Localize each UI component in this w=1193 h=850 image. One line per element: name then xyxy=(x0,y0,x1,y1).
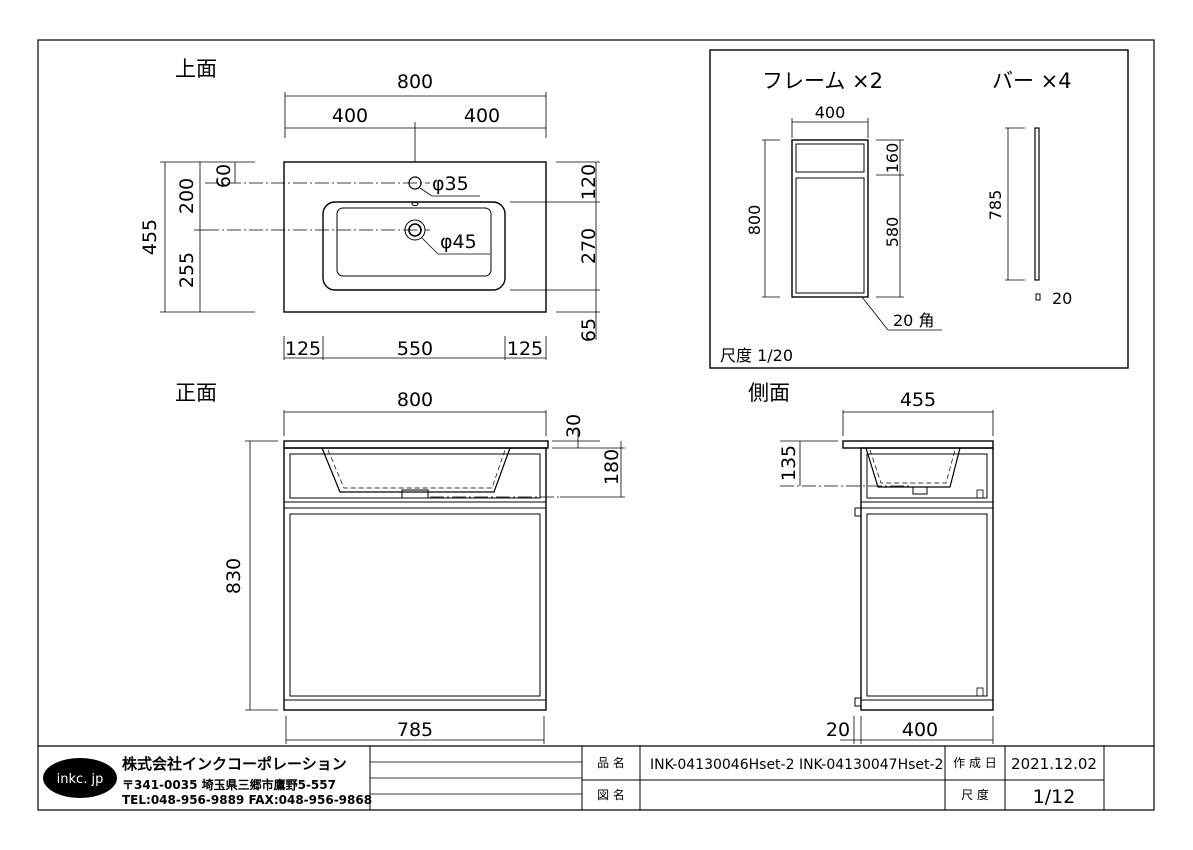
dim-top-455: 455 xyxy=(139,219,161,255)
frame-width: 400 xyxy=(815,103,846,122)
date-value: 2021.12.02 xyxy=(1011,755,1097,773)
bar-length: 785 xyxy=(986,190,1005,221)
side-view-title: 側面 xyxy=(748,381,790,405)
frame-title: フレーム ×2 xyxy=(762,69,883,93)
countertop-outline xyxy=(283,161,547,313)
dim-side-20: 20 xyxy=(826,719,850,741)
dim-top-400-right: 400 xyxy=(464,105,500,127)
parts-scale: 尺度 1/20 xyxy=(720,346,793,365)
company-address: 〒341-0035 埼玉県三郷市鷹野5-557 xyxy=(122,777,336,792)
dim-top-65: 65 xyxy=(578,318,600,342)
dim-front-785: 785 xyxy=(397,719,433,741)
dim-top-550: 550 xyxy=(397,338,433,360)
frame-section: 20 角 xyxy=(893,311,934,330)
side-view: 側面 455 135 20 400 xyxy=(748,381,994,744)
dim-side-400: 400 xyxy=(902,719,938,741)
title-block: inkc. jp 株式会社インクコーポレーション 〒341-0035 埼玉県三郷… xyxy=(38,745,1154,810)
sheet-border xyxy=(37,39,1155,811)
dim-top-60: 60 xyxy=(213,164,235,188)
dim-top-800: 800 xyxy=(397,71,433,93)
drawing-label: 図 名 xyxy=(597,787,625,802)
parts-box: フレーム ×2 バー ×4 400 800 160 580 20 角 785 2… xyxy=(709,49,1129,369)
dim-top-270: 270 xyxy=(578,228,600,264)
dim-top-125-right: 125 xyxy=(507,338,543,360)
frame-height: 800 xyxy=(745,205,764,236)
dim-front-180: 180 xyxy=(601,449,623,485)
product-value: INK-04130046Hset-2 INK-04130047Hset-2 xyxy=(650,757,943,773)
company-name: 株式会社インクコーポレーション xyxy=(122,755,347,773)
dim-front-830: 830 xyxy=(223,558,245,594)
basin-outer xyxy=(322,201,506,291)
dim-top-400-left: 400 xyxy=(332,105,368,127)
date-label: 作 成 日 xyxy=(953,756,997,770)
front-countertop xyxy=(283,440,549,449)
top-view: 上面 800 400 400 φ35 φ45 455 xyxy=(139,57,600,360)
side-frame xyxy=(860,447,994,711)
basin-inner xyxy=(336,207,492,277)
bar-section: 20 xyxy=(1052,289,1072,308)
dim-top-120: 120 xyxy=(578,164,600,200)
scale-value: 1/12 xyxy=(1033,786,1076,808)
bar-title: バー ×4 xyxy=(992,69,1072,93)
company-logo xyxy=(43,758,117,798)
product-label: 品 名 xyxy=(597,755,625,770)
frame-outline xyxy=(791,139,869,298)
dim-hole-45: φ45 xyxy=(440,231,477,253)
dim-side-455: 455 xyxy=(900,389,936,411)
dim-top-125-left: 125 xyxy=(285,338,321,360)
dim-hole-35: φ35 xyxy=(432,173,469,195)
top-view-title: 上面 xyxy=(175,57,217,81)
bar-outline xyxy=(1034,127,1040,281)
dim-front-30: 30 xyxy=(563,414,585,438)
parts-box-border xyxy=(709,49,1129,369)
frame-top: 160 xyxy=(883,143,902,174)
dim-top-200: 200 xyxy=(176,178,198,214)
dim-front-800: 800 xyxy=(397,389,433,411)
front-view-title: 正面 xyxy=(175,381,217,405)
logo-text: inkc. jp xyxy=(57,772,104,787)
dim-top-255: 255 xyxy=(176,252,198,288)
company-contact: TEL:048-956-9889 FAX:048-956-9868 xyxy=(122,793,372,807)
dim-side-135: 135 xyxy=(778,445,800,481)
side-countertop xyxy=(842,440,994,449)
scale-label: 尺 度 xyxy=(961,787,989,802)
frame-bottom: 580 xyxy=(883,217,902,248)
front-frame xyxy=(283,447,547,711)
front-view: 正面 800 30 180 830 785 xyxy=(175,381,625,744)
